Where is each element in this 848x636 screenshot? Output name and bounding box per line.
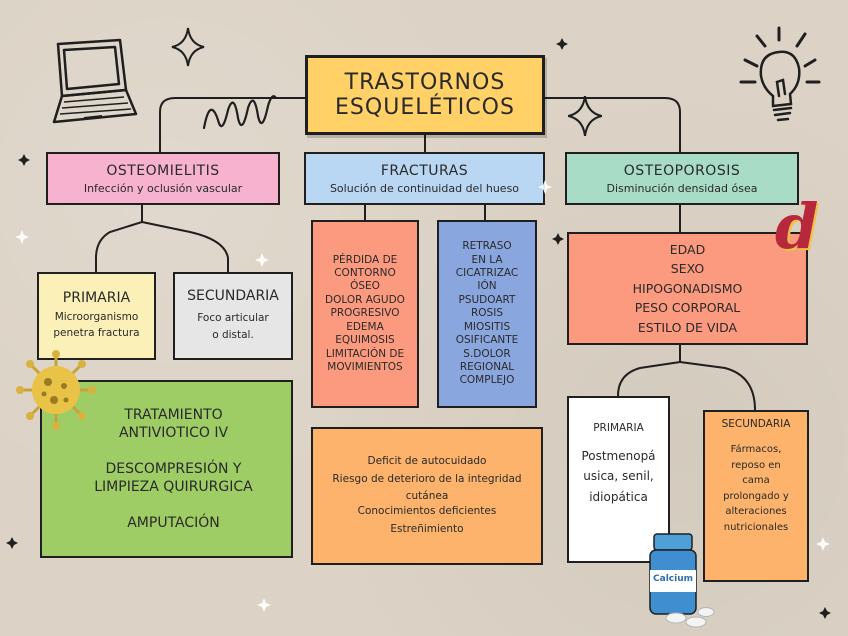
osteoporosis-secundaria-line: nutricionales [723,521,789,533]
bottle-label: Calcium [653,574,693,584]
osteoporosis-primaria-title: PRIMARIA [593,422,644,434]
tratamiento-box: TRATAMIENTO ANTIVIOTICO IV DESCOMPRESIÓN… [40,380,293,558]
osteoporosis-secundaria-line: Fármacos, [730,444,782,455]
osteoporosis-secundaria-line: reposo en [731,459,781,471]
osteoporosis-secundaria-line: prolongado y [723,490,789,502]
complicacion-item: OSIFICANTE [455,334,519,347]
sintoma-item: EDEMA [346,320,384,333]
sintoma-item: PROGRESIVO [330,307,400,320]
tratamiento-line: TRATAMIENTO [124,406,223,423]
diagnostico-item: Estreñimiento [390,523,464,536]
osteoporosis-secundaria-title: SECUNDARIA [721,418,791,430]
sparkle-icon [567,95,603,137]
osteoporosis-factores-box: EDAD SEXO HIPOGONADISMO PESO CORPORAL ES… [567,232,808,345]
virus-icon [16,350,96,430]
spiral-icon [202,95,278,130]
factor-item: EDAD [669,242,706,258]
lightbulb-icon [739,26,821,122]
complicacion-item: ROSIS [471,307,503,320]
osteoporosis-subtitle: Disminución densidad ósea [606,181,758,195]
diagnostico-item: cutánea [405,489,449,502]
complicacion-item: MIOSITIS [463,320,511,333]
sintoma-item: LIMITACIÓN DE [325,347,405,360]
pill-bottle-icon [649,533,715,628]
tratamiento-line: DESCOMPRESIÓN Y [105,460,242,477]
osteomielitis-secundaria-line: o distal. [212,329,254,341]
tratamiento-line: AMPUTACIÓN [127,515,220,532]
complicacion-item: S.DOLOR [463,347,511,360]
osteomielitis-secundaria-title: SECUNDARIA [187,288,279,305]
osteomielitis-primaria-line: penetra fractura [53,327,140,339]
osteoporosis-primaria-line: usica, senil, [583,469,654,484]
osteomielitis-subtitle: Infección y oclusión vascular [83,181,243,195]
factor-item: HIPOGONADISMO [632,280,743,296]
sparkle-icon [171,27,205,67]
complicacion-item: COMPLEJO [459,374,515,387]
osteomielitis-primaria-line: Microorganismo [54,311,139,324]
factor-item: PESO CORPORAL [634,300,741,316]
fracturas-diagnosticos-box: Deficit de autocuidado Riesgo de deterio… [311,427,543,565]
osteoporosis-primaria-line: idiopática [589,489,648,504]
osteomielitis-secundaria-box: SECUNDARIA Foco articular o distal. [173,272,293,360]
complicacion-item: RETRASO [462,240,512,253]
osteomielitis-primaria-title: PRIMARIA [62,290,131,307]
complicacion-item: EN LA [471,253,503,266]
fracturas-sintomas-box: PÉRDIDA DE CONTORNO ÓSEO DOLOR AGUDO PRO… [311,220,419,408]
fracturas-box: FRACTURAS Solución de continuidad del hu… [304,152,545,205]
diagnostico-item: Conocimientos deficientes [357,505,497,518]
tratamiento-line: LIMPIEZA QUIRURGICA [94,479,253,496]
complicacion-item: IÓN [477,280,497,293]
complicacion-item: REGIONAL [459,361,515,374]
osteoporosis-secundaria-box: SECUNDARIA Fármacos, reposo en cama prol… [703,410,809,582]
osteomielitis-box: OSTEOMIELITIS Infección y oclusión vascu… [46,152,280,205]
sintoma-item: EQUIMOSIS [335,334,395,347]
fracturas-title: FRACTURAS [380,162,469,179]
sintoma-item: ÓSEO [350,280,380,293]
sintoma-item: DOLOR AGUDO [325,293,405,306]
main-title-line1: TRASTORNOS [344,70,506,95]
sintoma-item: CONTORNO [334,266,396,279]
osteoporosis-primaria-box: PRIMARIA Postmenopá usica, senil, idiopá… [567,396,670,563]
osteomielitis-title: OSTEOMIELITIS [106,162,220,179]
sintoma-item: PÉRDIDA DE [332,253,398,266]
osteoporosis-secundaria-line: cama [742,475,770,486]
complicacion-item: CICATRIZAC [455,266,519,279]
osteomielitis-primaria-box: PRIMARIA Microorganismo penetra fractura [37,272,156,360]
complicacion-item: PSUDOART [458,293,516,306]
osteomielitis-secundaria-line: Foco articular [197,312,269,325]
osteoporosis-box: OSTEOPOROSIS Disminución densidad ósea [565,152,799,205]
osteoporosis-title: OSTEOPOROSIS [623,162,741,179]
factor-item: SEXO [670,261,705,277]
main-title-line2: ESQUELÉTICOS [335,95,515,120]
osteoporosis-secundaria-line: alteraciones [725,506,787,517]
sintoma-item: MOVIMIENTOS [327,361,403,374]
main-title-box: TRASTORNOS ESQUELÉTICOS [305,55,545,135]
fracturas-complicaciones-box: RETRASO EN LA CICATRIZAC IÓN PSUDOART RO… [437,220,537,408]
diagnostico-item: Riesgo de deterioro de la integridad [332,472,522,485]
diagnostico-item: Deficit de autocuidado [367,454,487,467]
factor-item: ESTILO DE VIDA [637,319,738,335]
fracturas-subtitle: Solución de continuidad del hueso [329,181,520,195]
laptop-icon [52,38,138,124]
osteoporosis-primaria-line: Postmenopá [581,449,656,463]
tratamiento-line: ANTIVIOTICO IV [118,424,229,441]
brand-logo: d [775,190,819,263]
